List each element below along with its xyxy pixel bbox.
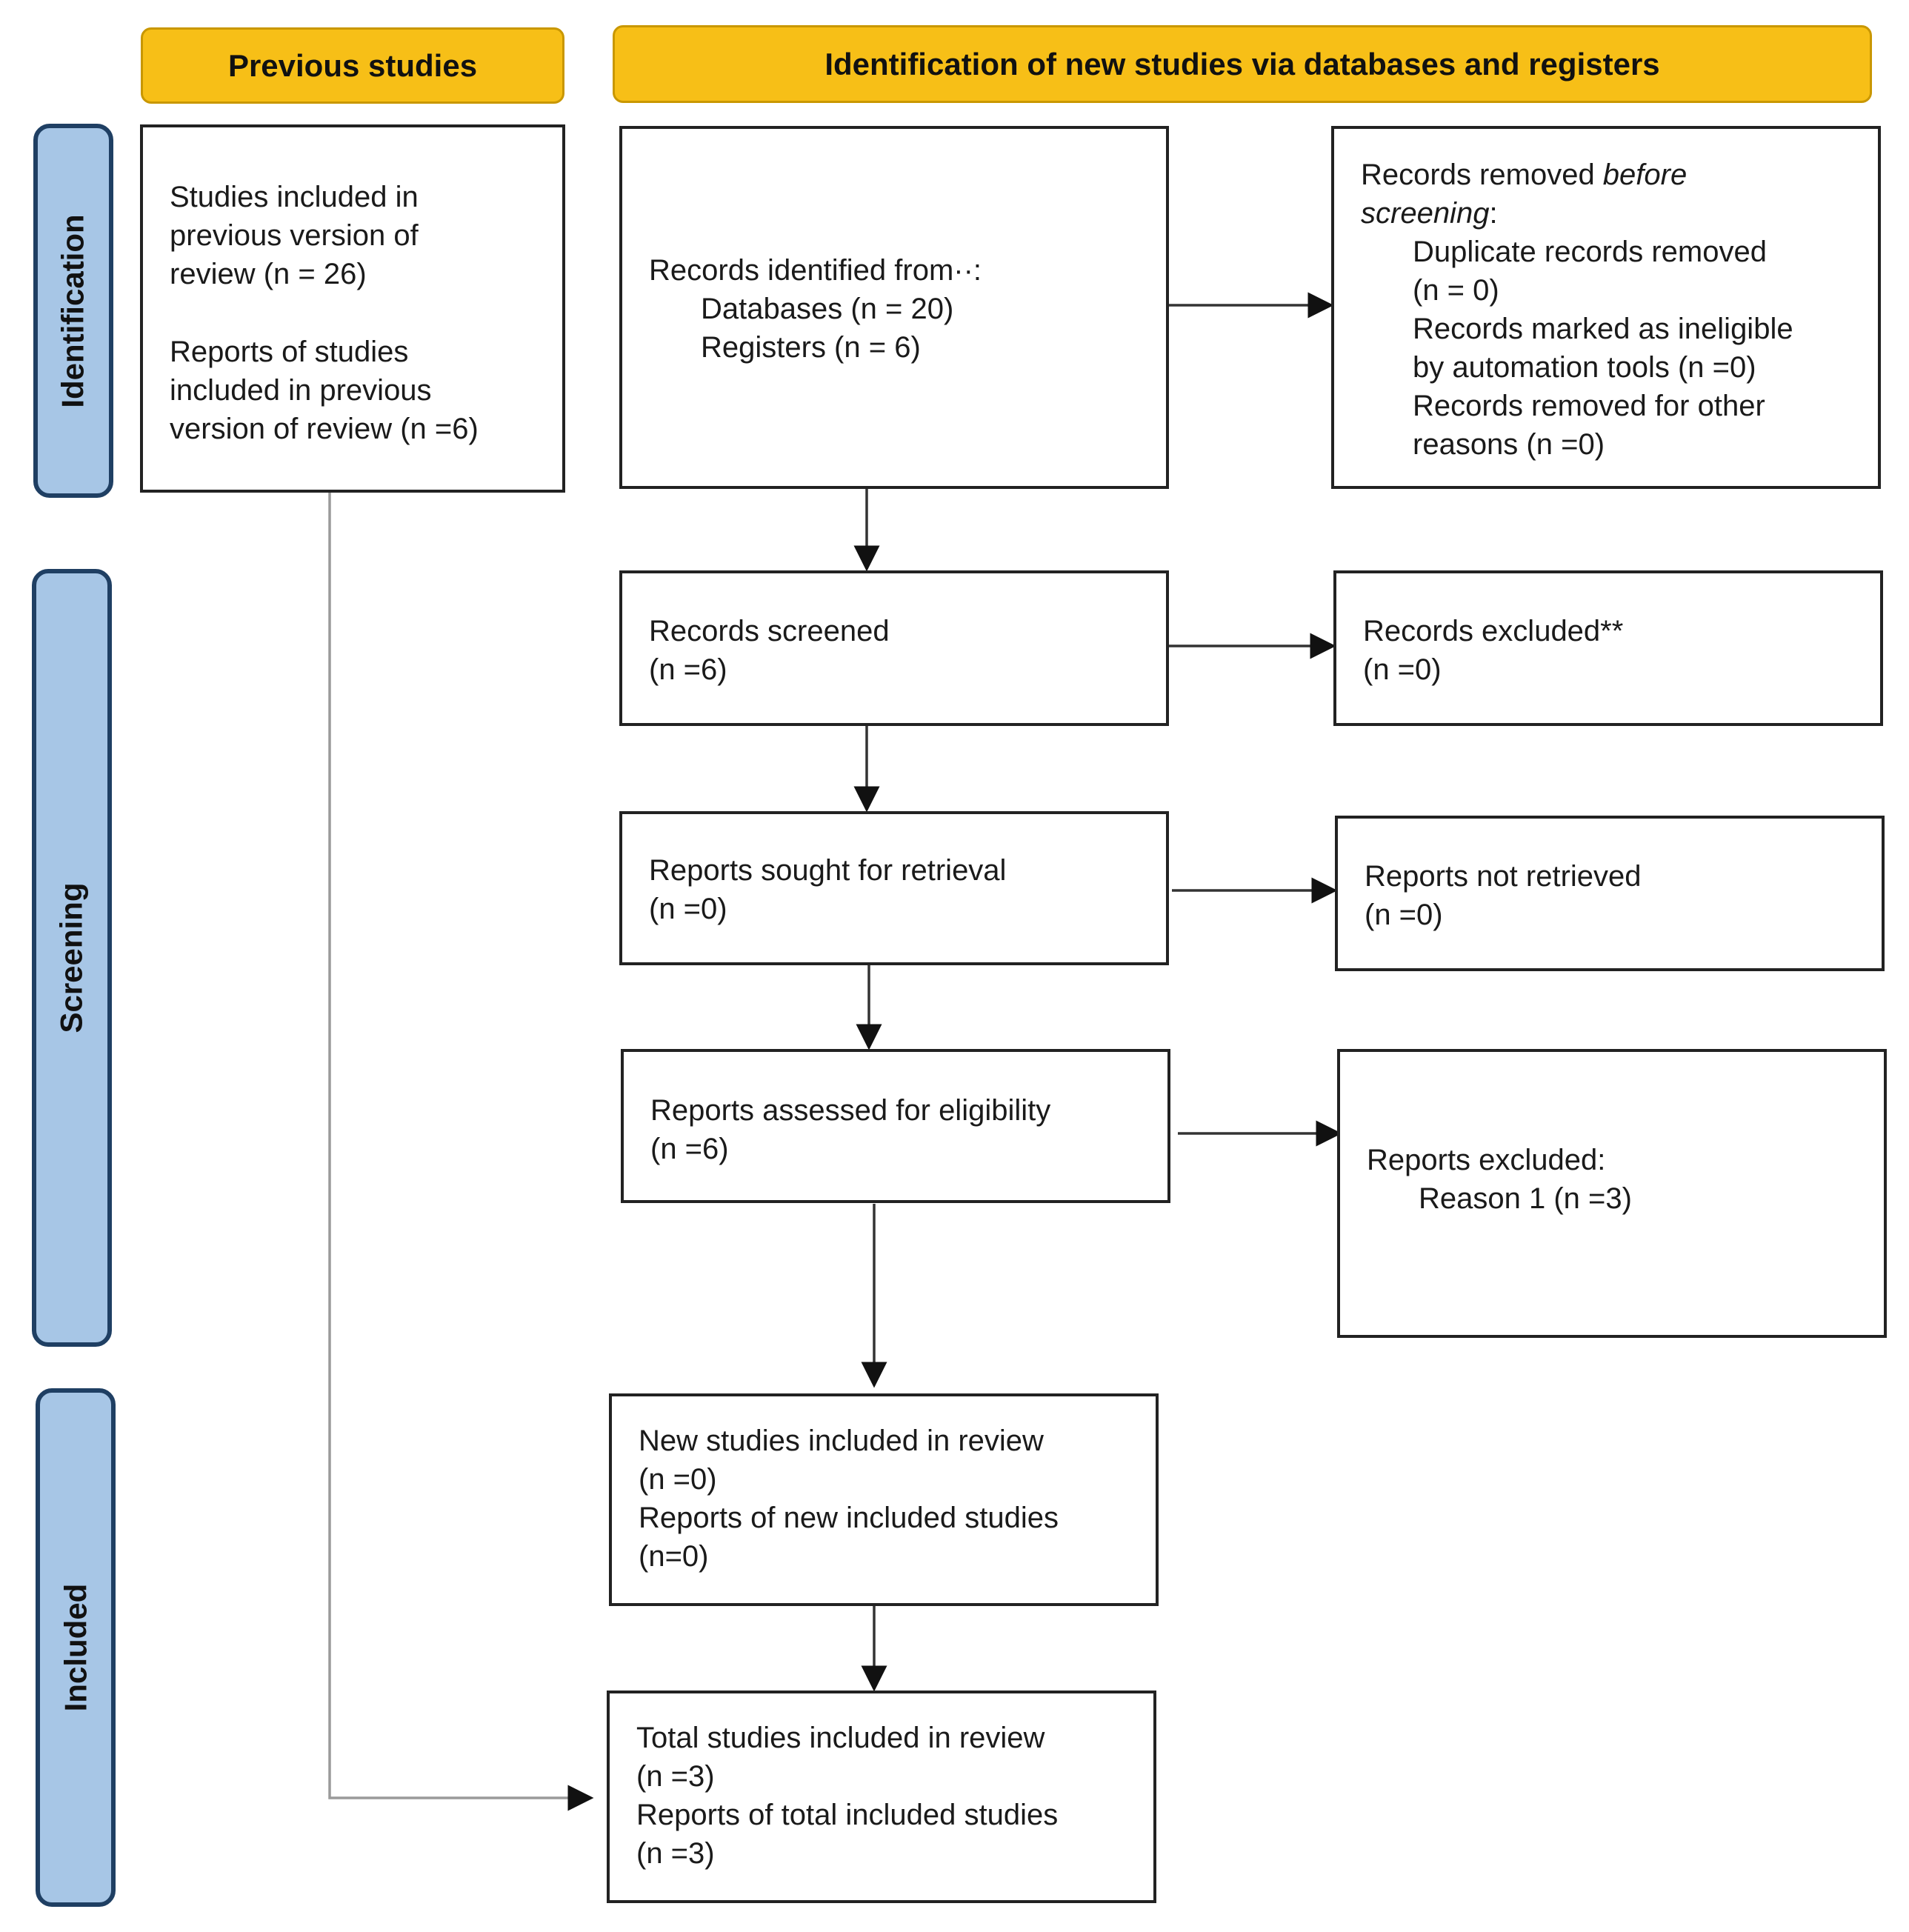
reports-excluded-title: Reports excluded:	[1367, 1144, 1606, 1176]
previous-studies-box: Studies included in previous version of …	[140, 124, 565, 493]
records-excluded-box: Records excluded** (n =0)	[1333, 570, 1883, 726]
total-line-1: Total studies included in review	[636, 1722, 1045, 1754]
previous-line-6: version of review (n =6)	[170, 413, 479, 445]
new-included-line-3: Reports of new included studies	[639, 1502, 1059, 1534]
total-line-4: (n =3)	[636, 1837, 715, 1870]
not-retrieved-title: Reports not retrieved	[1365, 860, 1642, 893]
previous-line-5: included in previous	[170, 374, 432, 407]
header-previous-studies: Previous studies	[141, 27, 564, 104]
not-retrieved-count: (n =0)	[1365, 899, 1443, 931]
previous-line-1: Studies included in	[170, 181, 419, 213]
assessed-count: (n =6)	[650, 1133, 729, 1165]
identified-title: Records identified from··:	[649, 254, 982, 287]
reports-assessed-box: Reports assessed for eligibility (n =6)	[621, 1049, 1170, 1203]
reports-not-retrieved-box: Reports not retrieved (n =0)	[1335, 816, 1885, 971]
reports-excluded-reason: Reason 1 (n =3)	[1419, 1182, 1632, 1215]
removed-title: Records removed before	[1361, 159, 1688, 191]
new-included-line-2: (n =0)	[639, 1463, 717, 1496]
assessed-title: Reports assessed for eligibility	[650, 1094, 1051, 1127]
removed-line-1: Duplicate records removed	[1413, 236, 1767, 268]
sought-count: (n =0)	[649, 893, 727, 925]
excluded-count: (n =0)	[1363, 653, 1442, 686]
total-included-box: Total studies included in review (n =3) …	[607, 1691, 1156, 1903]
total-line-3: Reports of total included studies	[636, 1799, 1059, 1831]
previous-line-2: previous version of	[170, 219, 419, 252]
new-included-box: New studies included in review (n =0) Re…	[609, 1393, 1159, 1606]
screened-title: Records screened	[649, 615, 890, 647]
records-identified-box: Records identified from··: Databases (n …	[619, 126, 1169, 489]
reports-excluded-box: Reports excluded: Reason 1 (n =3)	[1337, 1049, 1887, 1338]
phase-identification: Identification	[33, 124, 113, 498]
removed-line-5: Records removed for other	[1413, 390, 1765, 422]
removed-title-cont: screening:	[1361, 197, 1498, 230]
records-removed-box: Records removed before screening: Duplic…	[1331, 126, 1881, 489]
removed-line-4: by automation tools (n =0)	[1413, 351, 1756, 384]
removed-line-2: (n = 0)	[1413, 274, 1499, 307]
total-line-2: (n =3)	[636, 1760, 715, 1793]
removed-line-6: reasons (n =0)	[1413, 428, 1605, 461]
arrow-previous-to-total	[328, 493, 594, 1811]
previous-line-3: review (n = 26)	[170, 258, 367, 290]
screened-count: (n =6)	[649, 653, 727, 686]
phase-included: Included	[36, 1388, 116, 1907]
records-screened-box: Records screened (n =6)	[619, 570, 1169, 726]
new-included-line-1: New studies included in review	[639, 1425, 1044, 1457]
header-new-studies: Identification of new studies via databa…	[613, 25, 1872, 103]
phase-screening: Screening	[32, 569, 112, 1347]
new-included-line-4: (n=0)	[639, 1540, 709, 1573]
identified-registers: Registers (n = 6)	[701, 331, 921, 364]
reports-sought-box: Reports sought for retrieval (n =0)	[619, 811, 1169, 965]
excluded-title: Records excluded**	[1363, 615, 1624, 647]
previous-line-4: Reports of studies	[170, 336, 409, 368]
removed-line-3: Records marked as ineligible	[1413, 313, 1793, 345]
sought-title: Reports sought for retrieval	[649, 854, 1007, 887]
identified-databases: Databases (n = 20)	[701, 293, 954, 325]
